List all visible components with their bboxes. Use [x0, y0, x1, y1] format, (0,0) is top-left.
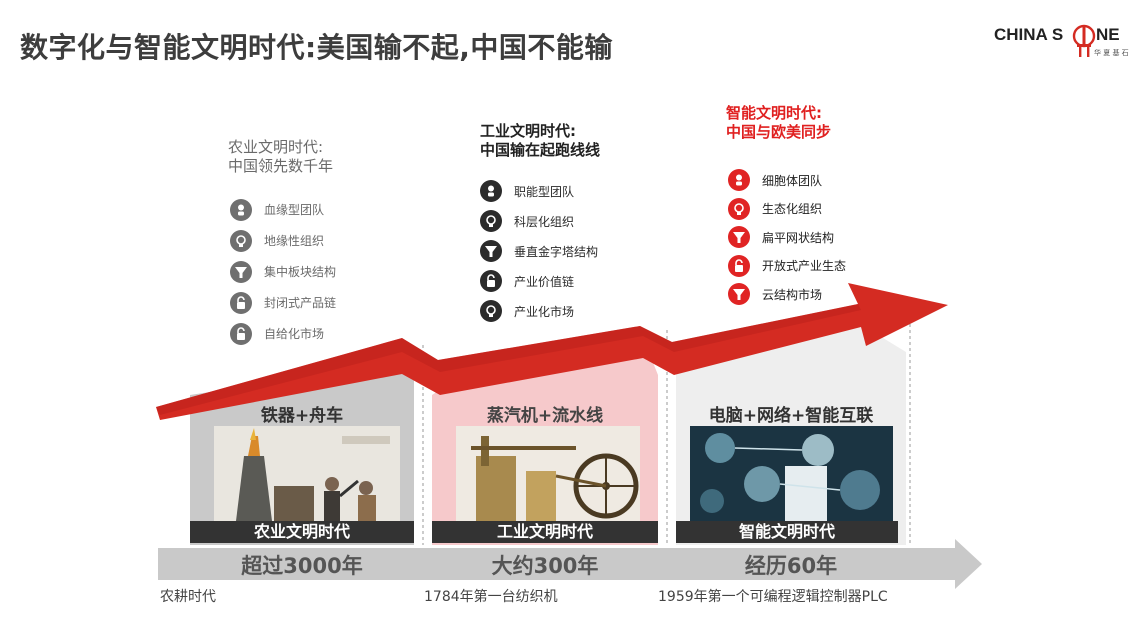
feature-item: 生态化组织	[728, 195, 846, 224]
timeline-arrow	[158, 539, 982, 589]
feature-item: 集中板块结构	[230, 256, 336, 287]
agri-feature-list: 血缘型团队 地缘性组织 集中板块结构 封闭式产品链 自给化市场	[230, 194, 336, 349]
feature-label: 血缘型团队	[264, 203, 325, 217]
bulb-icon	[480, 300, 502, 322]
feature-item: 产业化市场	[480, 296, 598, 326]
agri-duration: 超过3000年	[241, 554, 363, 578]
funnel-icon	[230, 260, 252, 283]
feature-item: 地缘性组织	[230, 225, 336, 256]
feature-item: 云结构市场	[728, 280, 846, 309]
bulb-icon	[230, 229, 252, 252]
logo-text-left: CHINA S	[994, 25, 1063, 44]
bulb-icon	[480, 210, 502, 232]
person-icon	[230, 198, 252, 221]
agri-panel-title: 铁器+舟车	[260, 406, 344, 426]
industry-note: 1784年第一台纺织机	[424, 589, 558, 605]
feature-label: 产业价值链	[514, 274, 575, 289]
smart-duration: 经历60年	[744, 554, 838, 578]
feature-label: 自给化市场	[264, 327, 325, 341]
industry-heading-line1: 工业文明时代:	[480, 122, 576, 140]
feature-label: 云结构市场	[762, 287, 823, 302]
agri-note: 农耕时代	[160, 589, 216, 605]
industry-heading: 工业文明时代: 中国输在起跑线线	[480, 122, 600, 160]
logo-subtitle: 华 夏 基 石	[1094, 48, 1129, 57]
feature-item: 细胞体团队	[728, 166, 846, 195]
china-stone-logo: CHINA S NE 华 夏 基 石	[994, 24, 1129, 57]
agri-heading: 农业文明时代: 中国领先数千年	[228, 138, 333, 176]
smart-feature-list: 细胞体团队 生态化组织 扁平网状结构 开放式产业生态 云结构市场	[728, 166, 846, 309]
lock-icon	[728, 254, 750, 277]
funnel-icon	[728, 283, 750, 306]
growth-arrow-shade	[156, 304, 861, 415]
industry-feature-list: 职能型团队 科层化组织 垂直金字塔结构 产业价值链 产业化市场	[480, 176, 598, 326]
feature-label: 职能型团队	[514, 184, 575, 199]
feature-item: 产业价值链	[480, 266, 598, 296]
feature-label: 扁平网状结构	[762, 230, 835, 245]
logo-emblem	[1072, 24, 1096, 57]
feature-label: 细胞体团队	[762, 173, 823, 188]
lock-icon	[230, 291, 252, 314]
feature-label: 产业化市场	[514, 304, 575, 319]
funnel-icon	[728, 226, 750, 249]
growth-arrow	[156, 283, 948, 420]
feature-label: 封闭式产品链	[264, 296, 337, 310]
smart-era-label: 智能文明时代	[676, 521, 898, 543]
feature-label: 科层化组织	[514, 214, 575, 229]
page-title: 数字化与智能文明时代:美国输不起,中国不能输	[20, 31, 613, 64]
feature-label: 集中板块结构	[264, 265, 337, 279]
feature-item: 扁平网状结构	[728, 223, 846, 252]
smart-note: 1959年第一个可编程逻辑控制器PLC	[658, 589, 888, 605]
industry-heading-line2: 中国输在起跑线线	[480, 141, 601, 159]
agri-era-label: 农业文明时代	[190, 521, 414, 543]
industry-duration: 大约300年	[491, 554, 599, 578]
smart-panel-title: 电脑+网络+智能互联	[708, 406, 874, 426]
digital-tech-image	[690, 426, 893, 521]
person-icon	[480, 180, 502, 202]
smart-heading: 智能文明时代: 中国与欧美同步	[726, 104, 831, 142]
person-icon	[728, 169, 750, 192]
feature-item: 开放式产业生态	[728, 252, 846, 281]
agri-heading-line2: 中国领先数千年	[228, 157, 334, 175]
feature-label: 地缘性组织	[264, 234, 325, 248]
agri-heading-line1: 农业文明时代:	[228, 138, 324, 156]
feature-item: 血缘型团队	[230, 194, 336, 225]
lock-icon	[480, 270, 502, 292]
smart-heading-line2: 中国与欧美同步	[726, 123, 832, 141]
logo-text-right: NE	[1096, 25, 1120, 44]
industry-era-label: 工业文明时代	[432, 521, 658, 543]
feature-label: 开放式产业生态	[762, 259, 847, 274]
lock-icon	[230, 322, 252, 345]
feature-item: 科层化组织	[480, 206, 598, 236]
feature-item: 垂直金字塔结构	[480, 236, 598, 266]
bulb-icon	[728, 197, 750, 220]
feature-label: 垂直金字塔结构	[514, 244, 599, 259]
funnel-icon	[480, 240, 502, 262]
feature-item: 封闭式产品链	[230, 287, 336, 318]
blacksmith-image	[214, 426, 400, 521]
feature-item: 职能型团队	[480, 176, 598, 206]
feature-label: 生态化组织	[762, 202, 823, 217]
smart-heading-line1: 智能文明时代:	[726, 104, 822, 122]
steam-engine-image	[456, 426, 640, 521]
industry-panel-title: 蒸汽机+流水线	[486, 406, 604, 426]
feature-item: 自给化市场	[230, 318, 336, 349]
